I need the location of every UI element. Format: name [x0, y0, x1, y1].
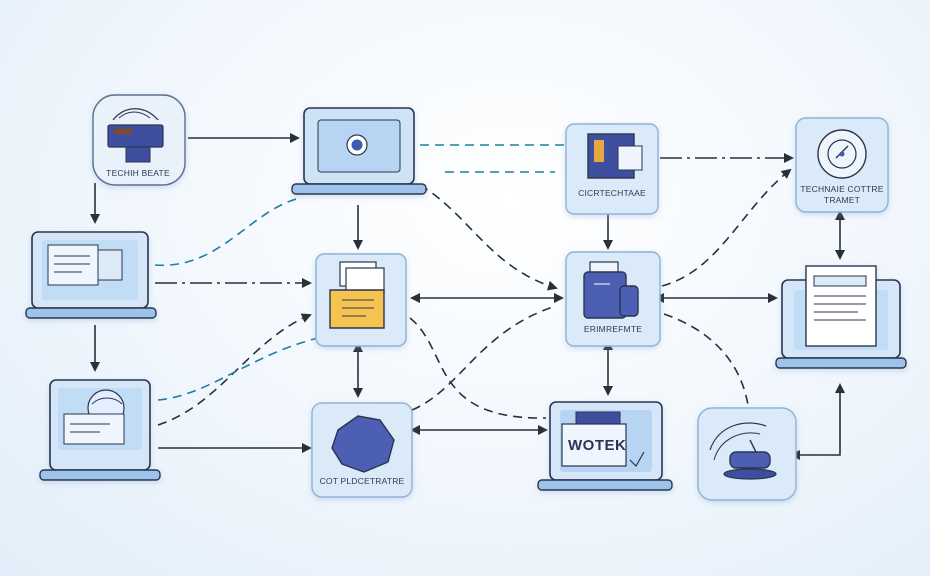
teal-curve-n3-n2 [154, 197, 301, 266]
curve-n4-n9 [409, 317, 547, 419]
node-laptop-wotek-label: WOTEK [568, 437, 627, 454]
curve-n6-n4 [157, 313, 312, 426]
node-laptop-wotek[interactable] [537, 401, 673, 491]
curve-n2-n8 [419, 184, 558, 291]
teal-curve-n6-n4 [157, 337, 319, 401]
node-settings-dial-label-line1: TECHNAIE COTTRE [800, 184, 884, 194]
node-file-store-label: CICRTECHTAAE [578, 188, 646, 198]
curve-n8-n12 [663, 313, 749, 406]
node-settings-dial[interactable] [795, 117, 889, 213]
node-speed-gauge[interactable] [697, 407, 797, 501]
node-monitor-report[interactable] [775, 265, 907, 369]
node-data-blob[interactable] [311, 402, 413, 498]
curve-n8-n10 [661, 168, 792, 287]
node-laptop-globe[interactable] [39, 379, 161, 481]
curve-n5-n8 [411, 305, 557, 411]
node-settings-dial-label-line2: TRAMET [823, 195, 861, 205]
node-file-store[interactable] [565, 123, 659, 215]
node-data-blob-label: COT PLDCETRATRE [319, 476, 405, 486]
node-laptop-docs[interactable] [25, 231, 157, 319]
data-flows [154, 144, 565, 401]
node-terminal-label: TECHIH BEATE [106, 168, 170, 178]
node-laptop-camera[interactable] [291, 107, 427, 195]
node-folder[interactable] [315, 253, 407, 347]
node-terminal[interactable] [92, 94, 186, 186]
node-database-label: ERIMREFMTE [583, 324, 643, 334]
arrow-n12-n11 [790, 383, 845, 460]
node-database[interactable] [565, 251, 661, 347]
